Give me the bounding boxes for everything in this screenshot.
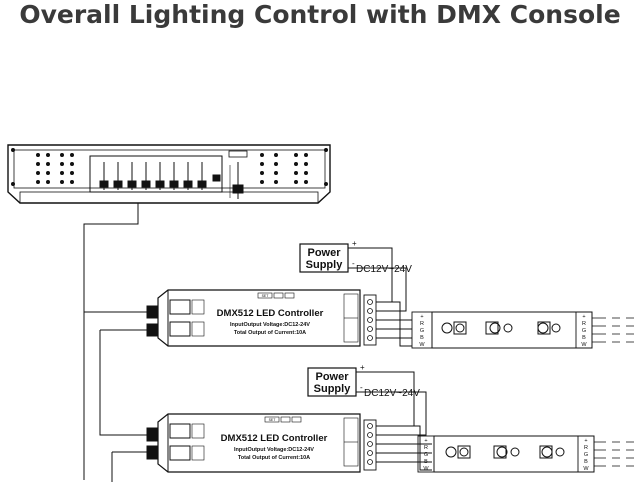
strip-1-channel: + bbox=[420, 314, 423, 320]
dmx-cable-link bbox=[99, 329, 155, 436]
controller-1-spec-current: Total Output of Current:10A bbox=[234, 330, 306, 336]
led-strip-2 bbox=[417, 435, 634, 473]
strip-wires-1 bbox=[376, 301, 412, 347]
strip-2-end-channel: G bbox=[584, 452, 588, 458]
power-supply-2-plus: + bbox=[360, 363, 365, 372]
controller-1-set-button: SET bbox=[262, 294, 270, 298]
strip-1-end-channel: B bbox=[582, 335, 586, 341]
power-positive-wire-2 bbox=[356, 371, 415, 427]
controller-1-spec-voltage: InputOutput Voltage:DC12-24V bbox=[230, 322, 310, 328]
strip-1-end-channel: + bbox=[582, 314, 585, 320]
strip-2-channel: G bbox=[424, 452, 428, 458]
console-right-buttons bbox=[260, 153, 308, 184]
power-supply-2 bbox=[307, 367, 357, 397]
strip-1-channel: R bbox=[420, 321, 424, 327]
console-faders bbox=[99, 162, 207, 190]
power-negative-wire-2 bbox=[356, 391, 427, 436]
led-strip-1 bbox=[411, 311, 634, 349]
controller-2 bbox=[146, 413, 377, 473]
power-supply-2-label-line1: Power bbox=[315, 371, 349, 383]
console-display bbox=[228, 150, 248, 158]
strip-2-channel: B bbox=[424, 459, 428, 465]
strip-1-end-channel: W bbox=[581, 342, 587, 348]
controller-2-set-button: SET bbox=[269, 418, 277, 422]
console-left-buttons bbox=[36, 153, 74, 184]
strip-wires-2 bbox=[376, 425, 432, 471]
dmx-cable-console bbox=[83, 203, 139, 480]
power-supply-1-label-line1: Power bbox=[307, 247, 341, 259]
strip-2-channel: R bbox=[424, 445, 428, 451]
strip-2-end-channel: B bbox=[584, 459, 588, 465]
dmx-console bbox=[7, 144, 331, 204]
strip-2-channel: W bbox=[423, 466, 429, 472]
strip-1-channel: W bbox=[419, 342, 425, 348]
controller-2-title: DMX512 LED Controller bbox=[221, 433, 328, 444]
strip-1-channel: B bbox=[420, 335, 424, 341]
power-supply-1-plus: + bbox=[352, 239, 357, 248]
controller-1 bbox=[146, 289, 377, 347]
power-supply-1 bbox=[299, 243, 349, 273]
controller-2-spec-voltage: InputOutput Voltage:DC12-24V bbox=[234, 447, 314, 453]
strip-2-end-channel: + bbox=[584, 438, 587, 444]
power-supply-2-voltage: DC12V~24V bbox=[364, 388, 420, 399]
controller-2-spec-current: Total Output of Current:10A bbox=[238, 455, 310, 461]
strip-2-end-channel: R bbox=[584, 445, 588, 451]
power-negative-wire-1 bbox=[348, 267, 407, 312]
strip-1-end-channel: R bbox=[582, 321, 586, 327]
strip-2-end-channel: W bbox=[583, 466, 589, 472]
power-supply-2-minus: - bbox=[360, 383, 363, 392]
power-supply-1-minus: - bbox=[352, 259, 355, 268]
diagram-title: Overall Lighting Control with DMX Consol… bbox=[19, 0, 621, 29]
strip-1-channel: G bbox=[420, 328, 424, 334]
power-supply-1-label-line2: Supply bbox=[306, 259, 344, 271]
console-master-fader bbox=[232, 184, 244, 194]
controller-1-title: DMX512 LED Controller bbox=[217, 308, 324, 319]
power-supply-1-voltage: DC12V~24V bbox=[356, 264, 412, 275]
strip-2-channel: + bbox=[424, 438, 427, 444]
power-supply-2-label-line2: Supply bbox=[314, 383, 352, 395]
strip-1-end-channel: G bbox=[582, 328, 586, 334]
